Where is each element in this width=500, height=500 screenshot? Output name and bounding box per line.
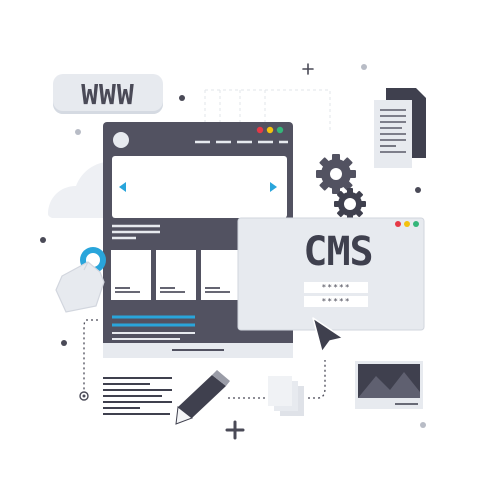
cursor-arrow-icon bbox=[312, 317, 344, 353]
decor-dot bbox=[420, 422, 426, 428]
background-guide-lines bbox=[204, 89, 331, 130]
code-lines bbox=[103, 377, 172, 415]
pencil-icon bbox=[175, 370, 230, 425]
workflow-connector bbox=[228, 360, 326, 399]
stacked-pages-icon bbox=[268, 376, 304, 416]
connector-node bbox=[79, 391, 89, 401]
cms-title: CMS bbox=[303, 229, 373, 275]
decor-dot bbox=[361, 64, 367, 70]
cms-window bbox=[237, 217, 425, 331]
decor-dot bbox=[179, 95, 185, 101]
decor-dot bbox=[415, 187, 421, 193]
workflow-connector bbox=[83, 319, 98, 390]
image-thumbnail-icon bbox=[355, 361, 423, 409]
decor-dot bbox=[61, 340, 67, 346]
password-field[interactable]: ***** bbox=[321, 283, 351, 292]
decor-dot bbox=[75, 129, 81, 135]
connector-node bbox=[82, 394, 86, 398]
decor-dot bbox=[40, 237, 46, 243]
gear-icon bbox=[316, 154, 366, 220]
document-icon bbox=[374, 88, 426, 168]
browser-window bbox=[103, 122, 293, 358]
www-badge: WWW bbox=[53, 74, 163, 114]
plus-sparkle-icon bbox=[302, 63, 314, 75]
pointer-hand-icon bbox=[55, 247, 106, 313]
plus-sparkle-icon bbox=[225, 420, 245, 440]
password-field[interactable]: ***** bbox=[321, 297, 351, 306]
www-label: WWW bbox=[81, 77, 135, 111]
